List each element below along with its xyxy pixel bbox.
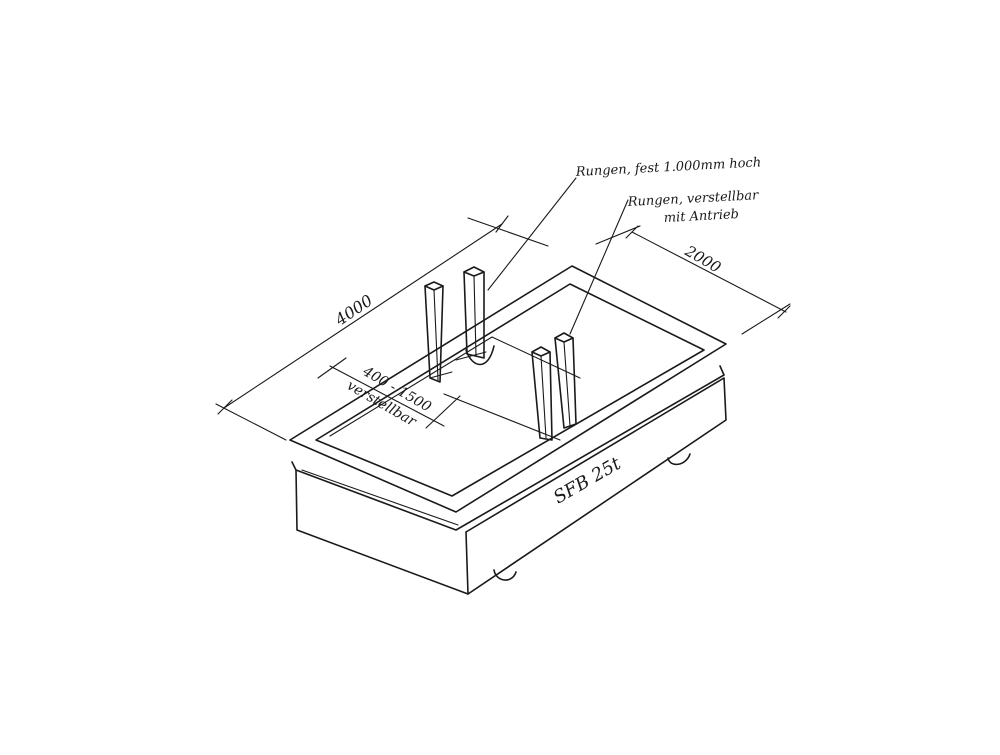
cart-body (289, 265, 727, 595)
dimension-length-label: 4000 (331, 291, 376, 330)
fixed-stanchions-annotation: Rungen, fest 1.000mm hoch (574, 155, 761, 180)
adjustable-stanchions-annotation-line1: Rungen, verstellbar (626, 188, 759, 210)
dimension-width-label: 2000 (681, 241, 724, 276)
adjustable-stanchions (531, 332, 577, 441)
fixed-stanchions (424, 266, 495, 383)
vehicle-label: SFB 25t (550, 453, 625, 509)
dimension-adjust: 400 - 1500 verstellbar (317, 357, 561, 441)
dimension-width: 2000 (595, 225, 791, 335)
adjustable-stanchions-annotation-line2: mit Antrieb (663, 207, 739, 226)
leader-lines (487, 177, 629, 335)
